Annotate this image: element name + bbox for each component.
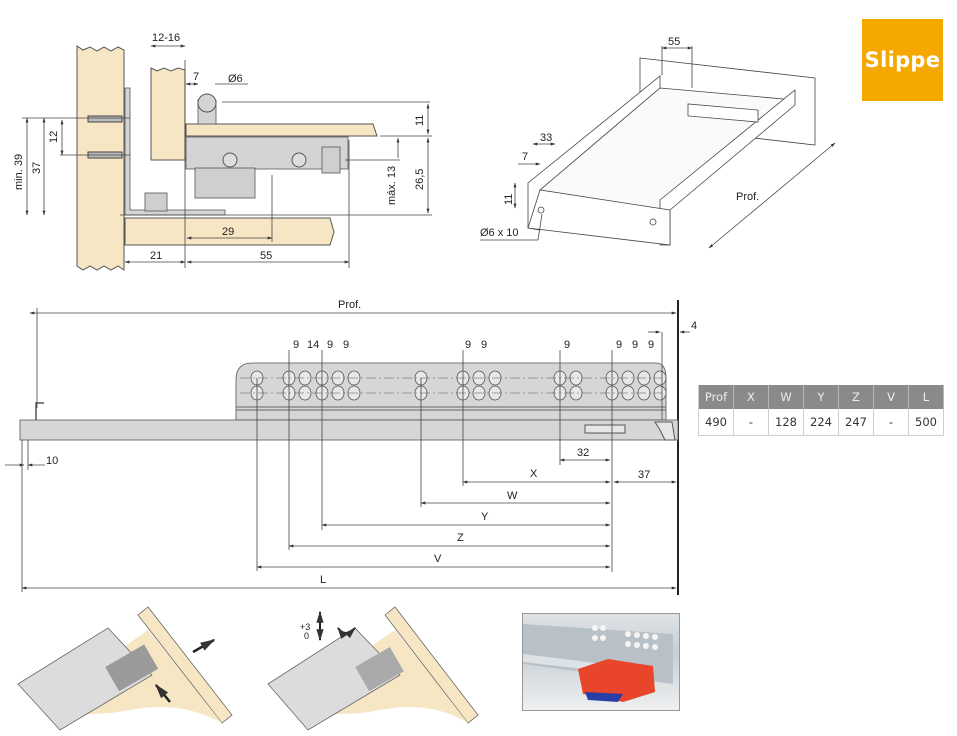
- side-prof-label: Prof.: [338, 299, 361, 311]
- hole-spacing-label: 9: [616, 339, 622, 351]
- hole-spacing-label: 9: [632, 339, 638, 351]
- spec-header-prof: Prof: [698, 385, 734, 409]
- side-l-label: L: [320, 574, 326, 586]
- runner-rail: [19, 419, 679, 441]
- hole-spacing-label: 14: [307, 339, 319, 351]
- dim-7: 7: [193, 71, 199, 83]
- brand-label: Slippe: [864, 48, 941, 72]
- cross-section-diagram: 12-16 7 Ø6 11 26,5 máx. 13 min. 39 37 12…: [13, 32, 432, 271]
- side-dim-4: 4: [691, 320, 697, 332]
- locking-clip-red: [578, 659, 655, 702]
- adjust-plus-label: +3: [300, 622, 310, 632]
- spec-header-w: W: [768, 385, 804, 409]
- side-w-label: W: [507, 490, 518, 502]
- install-illustrations: +3 0: [17, 606, 479, 731]
- dim-12-16: 12-16: [152, 32, 180, 44]
- pin-d6: [197, 93, 217, 113]
- side-dim-37: 37: [638, 469, 650, 481]
- dim-min-39: min. 39: [13, 154, 25, 190]
- hole-spacing-label: 9: [327, 339, 333, 351]
- drawer-front-edge: [527, 189, 671, 246]
- spec-cell-prof: 490: [698, 409, 734, 436]
- side-z-label: Z: [457, 532, 464, 544]
- spec-header-v: V: [873, 385, 909, 409]
- side-y-label: Y: [481, 511, 489, 523]
- locking-clip-blue: [585, 692, 623, 702]
- drawer-bottom-panel: [124, 217, 335, 246]
- iso-dim-7: 7: [522, 151, 528, 163]
- dim-12: 12: [48, 131, 60, 143]
- iso-dim-55: 55: [668, 36, 680, 48]
- runner-body: [185, 136, 349, 170]
- side-v-label: V: [434, 553, 442, 565]
- side-dim-10: 10: [46, 455, 58, 467]
- rotate-arrow-icon: [337, 627, 356, 639]
- release-illustration: [17, 606, 233, 731]
- dim-55: 55: [260, 250, 272, 262]
- dim-21: 21: [150, 250, 162, 262]
- drawer-front-panel: [185, 123, 378, 137]
- hole-spacing-label: 9: [648, 339, 654, 351]
- hole-spacing-label: 9: [481, 339, 487, 351]
- adjust-zero-label: 0: [304, 631, 309, 641]
- iso-dim-11: 11: [503, 194, 515, 205]
- side-dim-32: 32: [577, 447, 589, 459]
- arrow-push-icon: [155, 683, 171, 703]
- spec-header-l: L: [908, 385, 944, 409]
- dim-29: 29: [222, 226, 234, 238]
- dim-11: 11: [414, 115, 426, 126]
- dim-26-5: 26,5: [414, 169, 426, 190]
- isometric-diagram: 55 33 7 11 Ø6 x 10 Prof.: [480, 36, 836, 249]
- spec-cell-z: 247: [838, 409, 874, 436]
- iso-prof-label: Prof.: [736, 191, 759, 203]
- dim-37: 37: [31, 162, 43, 174]
- dim-d6: Ø6: [228, 73, 243, 85]
- spec-cell-y: 224: [803, 409, 839, 436]
- spec-cell-x: -: [733, 409, 769, 436]
- hole-spacing-label: 9: [465, 339, 471, 351]
- iso-hole-label: Ø6 x 10: [480, 227, 519, 239]
- brand-logo: Slippe: [862, 19, 943, 101]
- dim-max-13: máx. 13: [386, 166, 398, 205]
- product-photo: [522, 613, 680, 711]
- spec-header-y: Y: [803, 385, 839, 409]
- spec-cell-w: 128: [768, 409, 804, 436]
- side-x-label: X: [530, 468, 538, 480]
- spec-header-x: X: [733, 385, 769, 409]
- mounting-holes: [250, 370, 667, 401]
- spec-cell-v: -: [873, 409, 909, 436]
- hole-spacing-label: 9: [293, 339, 299, 351]
- hole-spacing-label: 9: [343, 339, 349, 351]
- drawer-side-panel: [150, 67, 186, 161]
- spec-cell-l: 500: [908, 409, 944, 436]
- spec-header-z: Z: [838, 385, 874, 409]
- adjust-illustration: +3 0: [267, 606, 479, 731]
- arrow-out-icon: [192, 638, 216, 654]
- hole-spacing-label: 9: [564, 339, 570, 351]
- iso-dim-33: 33: [540, 132, 552, 144]
